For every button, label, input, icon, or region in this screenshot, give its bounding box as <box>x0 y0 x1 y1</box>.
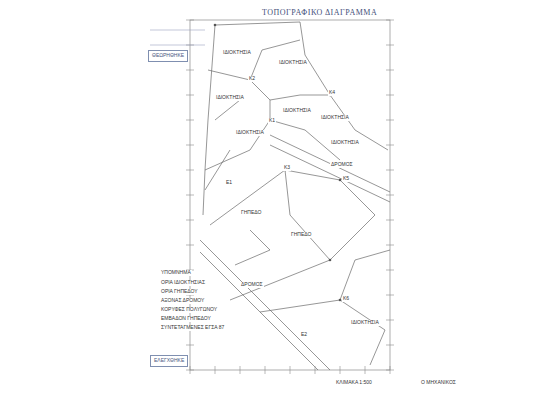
map-label: ΙΔΙΟΚΤΗΣΙΑ <box>278 60 308 66</box>
map-label: ΔΡΟΜΟΣ <box>240 282 264 288</box>
map-title: ΤΟΠΟΓΡΑΦΙΚΟ ΔΙΑΓΡΑΜΜΑ <box>262 8 377 17</box>
map-label: Κ3 <box>283 165 291 171</box>
map-label: Ε2 <box>300 332 308 338</box>
map-label: ΙΔΙΟΚΤΗΣΙΑ <box>350 320 380 326</box>
parcel-boundary <box>215 100 240 120</box>
map-label: ΙΔΙΟΚΤΗΣΙΑ <box>222 50 252 56</box>
map-label: ΙΔΙΟΚΤΗΣΙΑ <box>282 108 312 114</box>
stamp-text: ΘΕΩΡΗΘΗΚΕ <box>152 53 184 59</box>
map-label: Κ2 <box>248 76 256 82</box>
map-label: ΙΔΙΟΚΤΗΣΙΑ <box>235 130 265 136</box>
map-label: ΥΠΟΜΝΗΜΑ <box>160 270 192 276</box>
plot-boundary <box>260 300 385 365</box>
map-label: Ε1 <box>225 180 233 186</box>
map-label: ΙΔΙΟΚΤΗΣΙΑ <box>320 115 350 121</box>
survey-points <box>214 24 342 302</box>
map-label: Κ4 <box>328 90 336 96</box>
map-label: ΚΛΙΜΑΚΑ 1:500 <box>335 380 373 386</box>
stamp-box: ΘΕΩΡΗΘΗΚΕ <box>148 50 188 62</box>
map-frame <box>190 20 390 370</box>
map-label: ΙΔΙΟΚΤΗΣΙΑ <box>330 140 360 146</box>
map-label: Κ5 <box>342 176 350 182</box>
map-label: ΟΡΙΑ ΙΔΙΟΚΤΗΣΙΑΣ <box>160 280 206 286</box>
stamp-lines <box>150 30 205 45</box>
map-label: ΓΗΠΕΔΟ <box>290 232 312 238</box>
stamp-box: ΕΛΕΓΧΘΗΚΕ <box>150 355 188 367</box>
map-label: ΙΔΙΟΚΤΗΣΙΑ <box>215 95 245 101</box>
plot-boundary <box>210 170 375 300</box>
map-label: ΚΟΡΥΦΕΣ ΠΟΛΥΓΩΝΟΥ <box>160 307 218 313</box>
map-label: ΓΗΠΕΔΟ <box>240 210 262 216</box>
map-label: ΕΜΒΑΔΟΝ ΓΗΠΕΔΟΥ <box>160 316 212 322</box>
plot-boundary <box>340 250 390 300</box>
plot-boundary <box>235 230 270 265</box>
road-edge <box>200 240 330 370</box>
plot-boundary <box>285 170 330 260</box>
parcel-boundary <box>215 22 388 150</box>
grid-ticks <box>186 20 394 374</box>
map-label: ΑΞΟΝΑΣ ΔΡΟΜΟΥ <box>160 298 205 304</box>
stamp-text: ΕΛΕΓΧΘΗΚΕ <box>154 358 184 364</box>
parcel-boundary <box>203 25 215 215</box>
map-label: ΣΥΝΤΕΤΑΓΜΕΝΕΣ ΕΓΣΑ 87 <box>160 325 225 331</box>
map-label: Κ1 <box>268 118 276 124</box>
map-label: Ο ΜΗΧΑΝΙΚΟΣ <box>420 380 457 386</box>
parcel-boundary <box>270 95 330 100</box>
road-edge <box>270 135 390 192</box>
map-label: ΔΡΟΜΟΣ <box>330 162 354 168</box>
road-edge <box>270 145 390 202</box>
parcel-boundary <box>205 70 270 170</box>
map-label: Κ6 <box>342 296 350 302</box>
map-label: ΟΡΙΑ ΓΗΠΕΔΟΥ <box>160 289 199 295</box>
